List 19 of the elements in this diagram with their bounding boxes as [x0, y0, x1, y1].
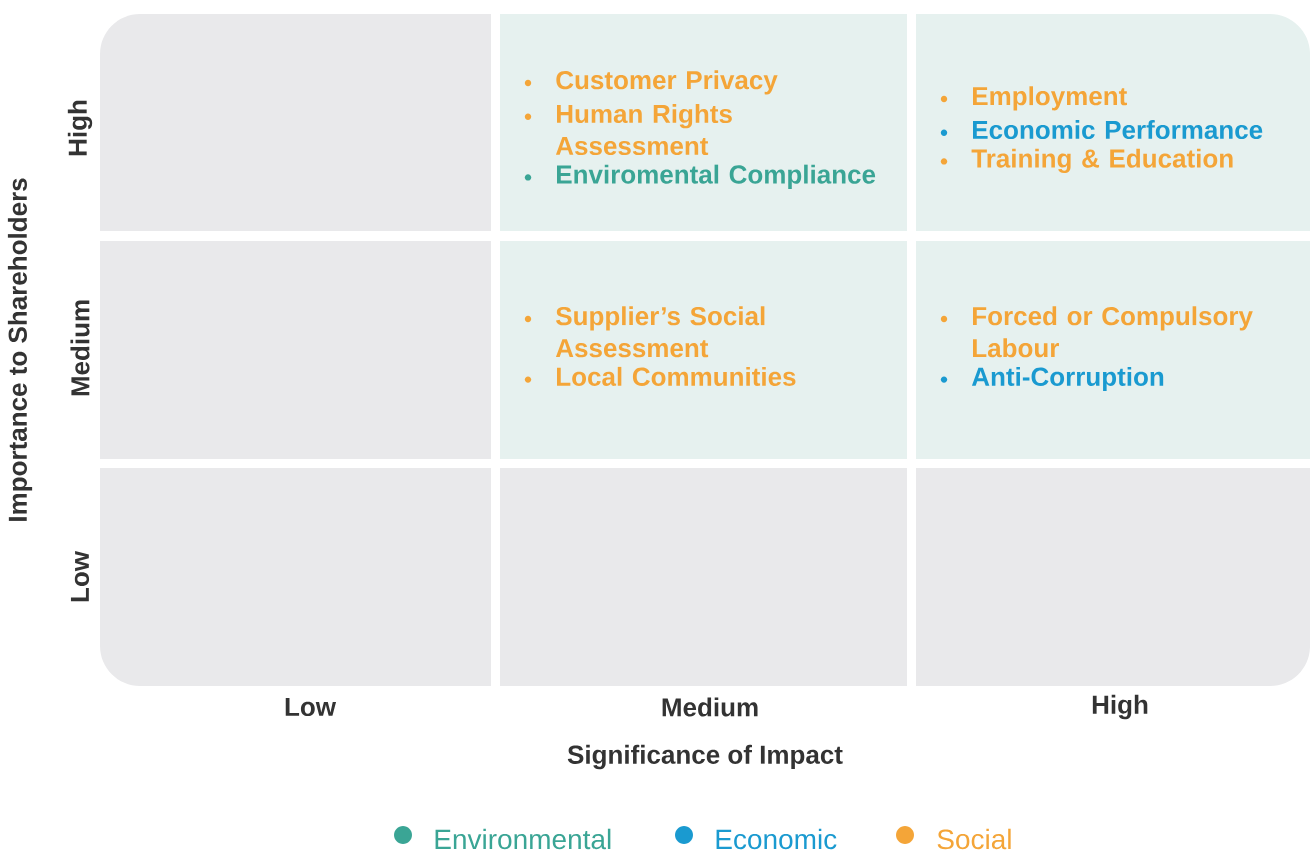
list-item: Anti-Corruption: [971, 366, 1164, 392]
axis-title: Significance of Impact: [567, 744, 843, 770]
legend-label: Environmental: [435, 828, 611, 850]
list-item: Enviromental Compliance: [557, 164, 876, 189]
legend-label: Economic: [716, 828, 837, 850]
list-item: Training & Education: [971, 148, 1233, 173]
list-item: Human Rights Assessment: [555, 104, 732, 156]
list-item: Customer Privacy: [556, 70, 778, 95]
list-item: Forced or Compulsory Labour: [973, 306, 1253, 358]
legend-label: Social: [937, 828, 1011, 850]
matrix-cell: [916, 241, 1310, 459]
list-item: Economic Performance: [973, 120, 1263, 140]
matrix-cell: [500, 241, 907, 459]
matrix-cell: [916, 14, 1310, 231]
list-item: Local Communities: [557, 366, 796, 386]
axis-title: Importance to Shareholders: [7, 178, 33, 521]
list-item: Supplier’s Social Assessment: [555, 306, 765, 358]
matrix-cell: [500, 14, 907, 231]
list-item: Employment: [973, 86, 1127, 111]
